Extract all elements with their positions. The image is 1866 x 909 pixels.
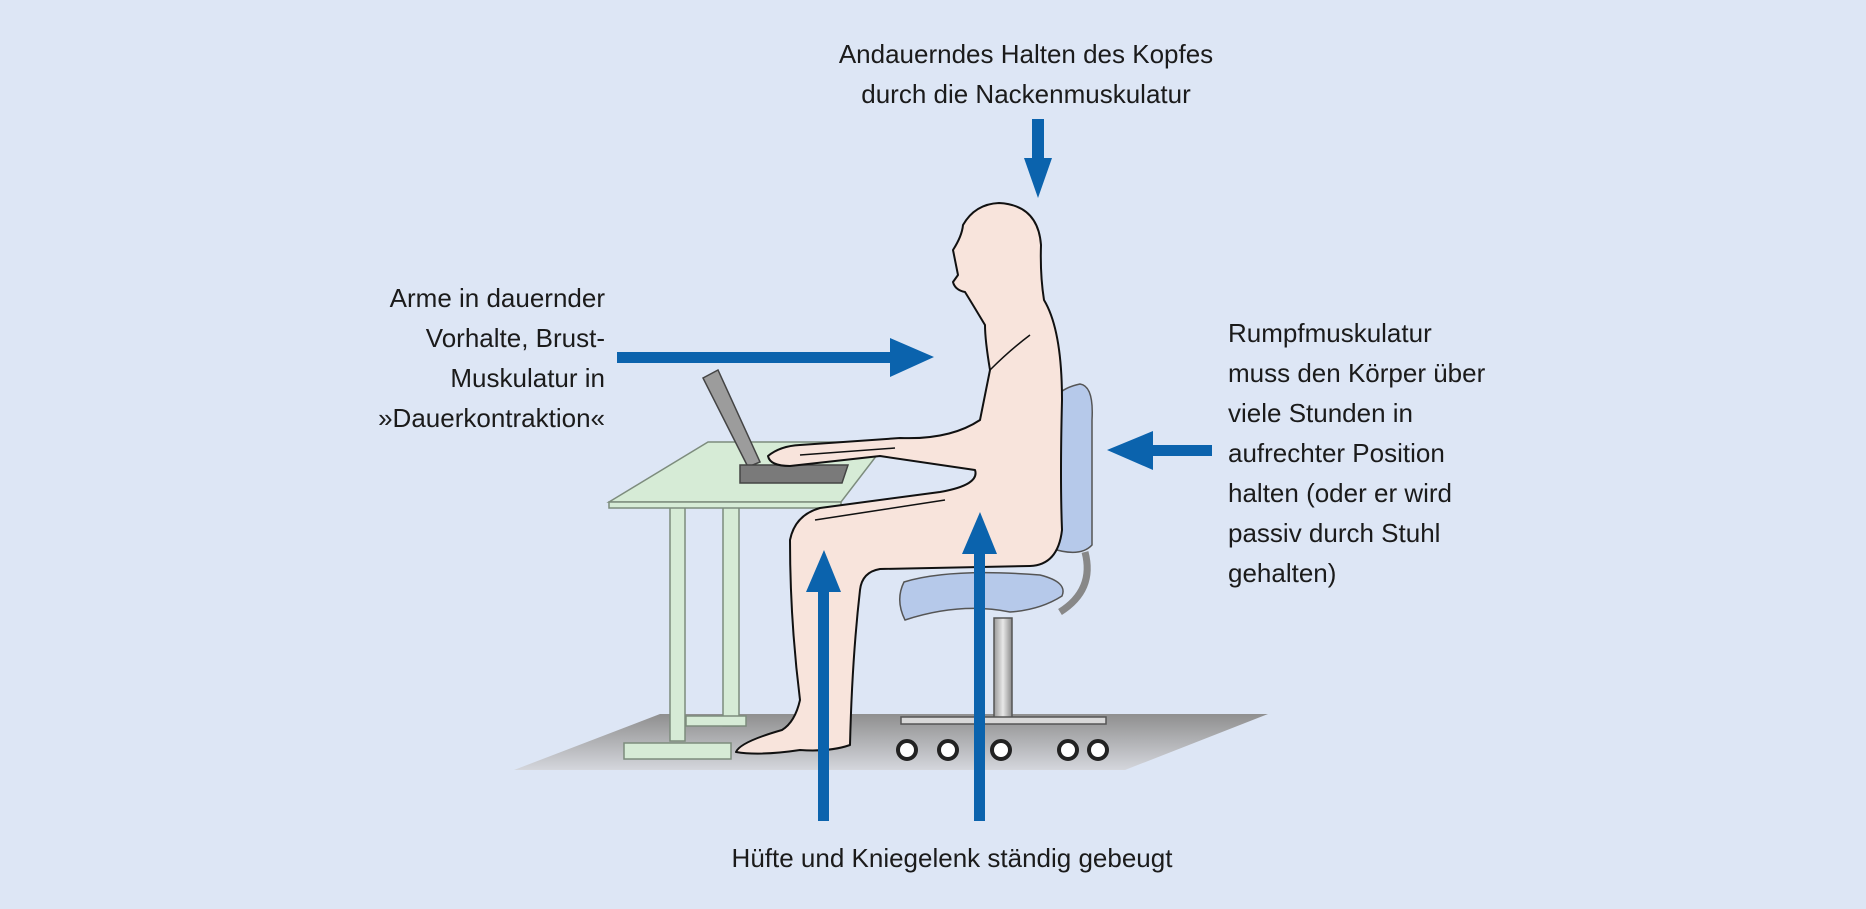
laptop <box>701 368 850 484</box>
neck-muscle-label: Andauerndes Halten des Kopfes durch die … <box>0 34 1866 114</box>
arms-chest-label: Arme in dauernder Vorhalte, Brust- Musku… <box>378 278 605 438</box>
label-line: Rumpfmuskulatur <box>1228 318 1432 348</box>
label-line: passiv durch Stuhl <box>1228 518 1441 548</box>
arrow-left-trunk-icon <box>1107 431 1212 470</box>
label-line: Vorhalte, Brust- <box>425 323 605 353</box>
label-line: gehalten) <box>1228 558 1337 588</box>
arrow-up-knee-icon <box>806 550 841 821</box>
arrows <box>617 119 1212 821</box>
label-line: aufrechter Position <box>1228 438 1445 468</box>
label-line: Arme in dauernder <box>389 283 605 313</box>
label-line: muss den Körper über <box>1228 358 1486 388</box>
arrow-up-hip-icon <box>962 512 997 821</box>
trunk-muscle-label: Rumpfmuskulatur muss den Körper über vie… <box>1228 313 1485 593</box>
arrow-down-neck-icon <box>1024 119 1052 198</box>
label-line: durch die Nackenmuskulatur <box>861 79 1191 109</box>
label-line: Hüfte und Kniegelenk ständig gebeugt <box>731 843 1173 873</box>
label-line: halten (oder er wird <box>1228 478 1452 508</box>
seated-person <box>735 202 1063 755</box>
label-line: »Dauerkontraktion« <box>378 403 605 433</box>
label-line: Muskulatur in <box>450 363 605 393</box>
hip-knee-label: Hüfte und Kniegelenk ständig gebeugt <box>0 838 1866 878</box>
arrow-right-arms-icon <box>617 338 934 377</box>
label-line: Andauerndes Halten des Kopfes <box>838 39 1214 69</box>
floor <box>514 714 1268 770</box>
label-line: viele Stunden in <box>1228 398 1414 428</box>
